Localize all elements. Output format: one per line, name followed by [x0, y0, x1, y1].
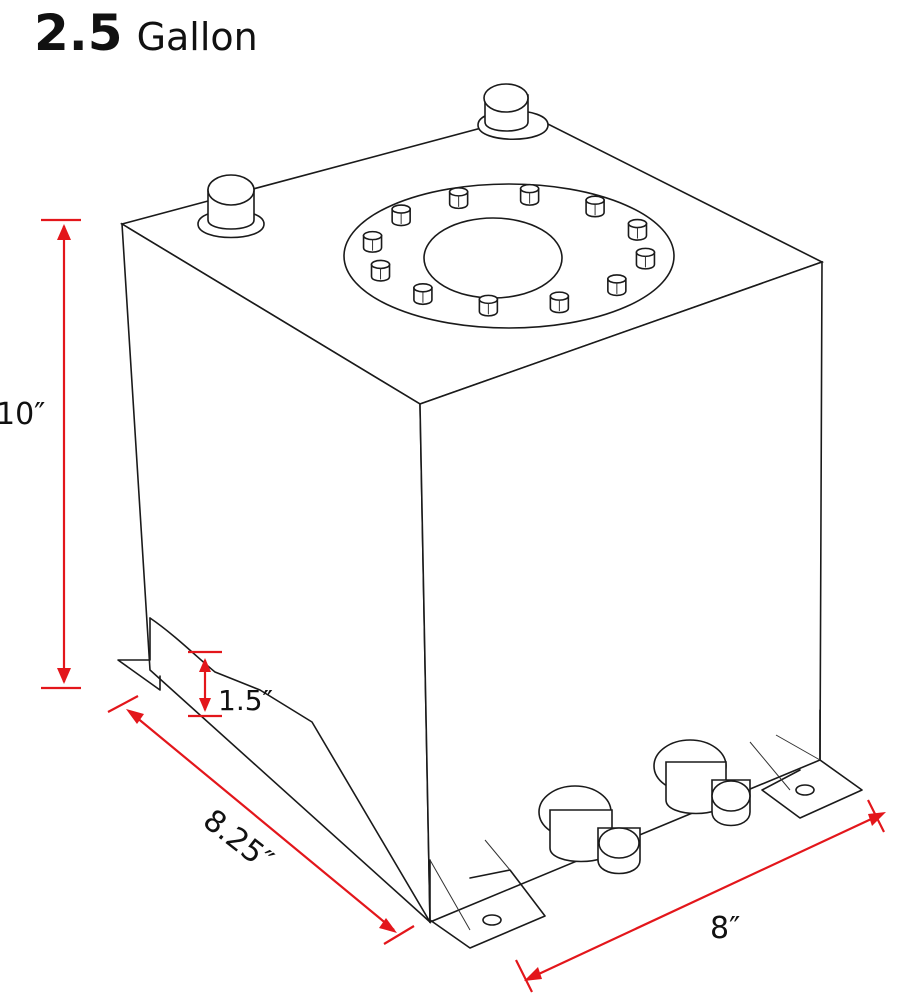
width-label: 8″ — [710, 911, 740, 946]
flange-bolt — [413, 282, 433, 306]
foot-hole — [482, 914, 502, 926]
flange-bolt — [370, 259, 391, 282]
dimension-tick — [383, 925, 415, 945]
flange-bolt — [448, 187, 469, 210]
flange-bolt — [549, 291, 570, 314]
arrowhead — [57, 668, 71, 684]
fuel-cell-flange — [343, 183, 675, 329]
flange-bolt — [362, 230, 383, 253]
top-fittings — [197, 83, 549, 239]
flange-bolts — [362, 183, 656, 317]
dimension-tick — [515, 959, 533, 993]
flange-opening — [423, 217, 563, 299]
arrowhead — [126, 709, 144, 724]
arrowhead — [199, 658, 211, 672]
flange-bolt — [627, 218, 648, 241]
front-mounting-feet — [429, 709, 863, 949]
dimension-annotations — [41, 218, 886, 993]
arrowhead — [868, 812, 886, 826]
dimension-tick — [107, 695, 139, 713]
diagram-title: 2.5 Gallon — [34, 4, 258, 62]
height-label: 10″ — [0, 397, 45, 432]
capacity-value: 2.5 — [34, 4, 123, 62]
left-mounting-bracket — [117, 617, 431, 923]
foot-height-label: 1.5″ — [218, 684, 273, 717]
flange-bolt — [607, 274, 627, 297]
arrowhead — [57, 224, 71, 240]
flange-bolt — [519, 183, 540, 206]
arrowhead — [379, 918, 397, 933]
depth-label: 8.25″ — [196, 803, 279, 879]
arrowhead — [199, 698, 211, 712]
depth-dimension-line — [129, 711, 395, 931]
width-dimension-line — [527, 813, 883, 980]
bottom-fittings — [538, 739, 751, 875]
flange-bolt — [585, 195, 605, 218]
foot-hole — [795, 784, 815, 796]
flange-bolt — [391, 204, 411, 227]
arrowhead — [524, 967, 542, 981]
capacity-unit: Gallon — [136, 15, 258, 59]
flange-bolt — [478, 294, 499, 317]
flange-bolt — [635, 247, 656, 270]
